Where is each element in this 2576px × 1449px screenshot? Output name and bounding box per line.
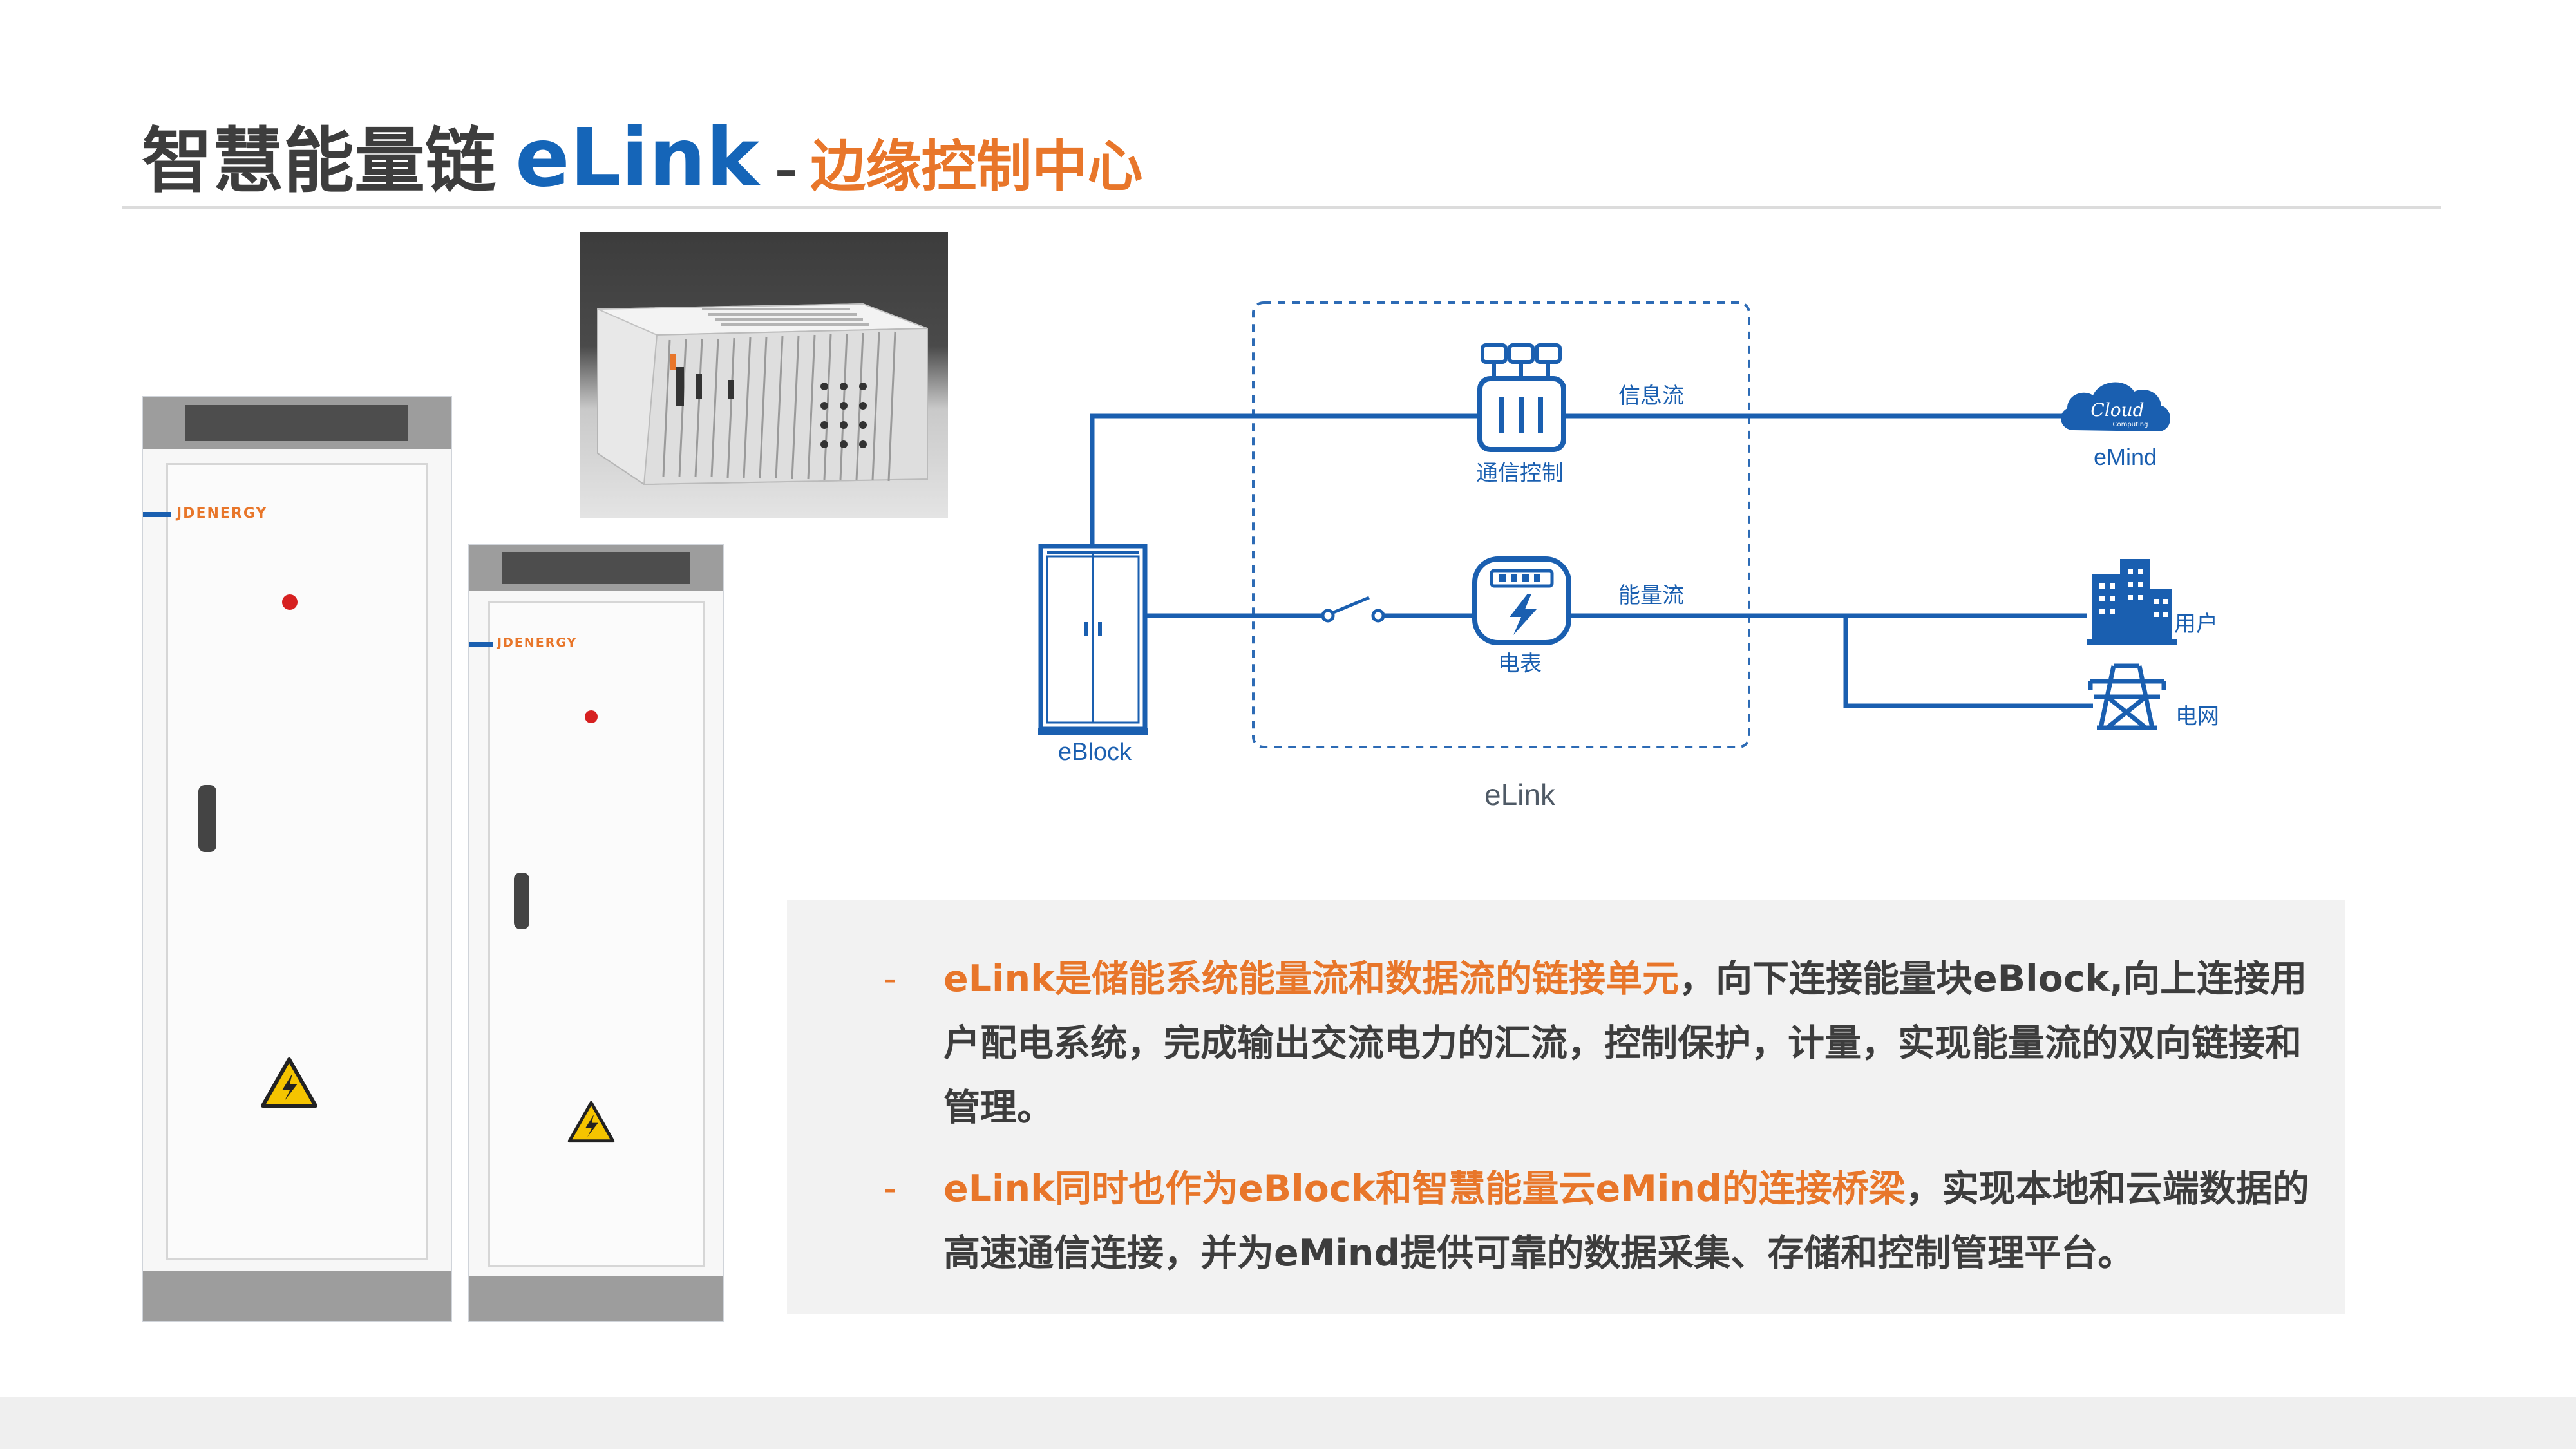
- cabinet-large-handle: [198, 785, 216, 852]
- bullet-text: ，向下连接能量块eBlock,向上连接用户配电系统，完成输出交流电力的汇流，控制…: [943, 958, 2307, 1129]
- cabinet-large-brand-mark: [143, 512, 171, 517]
- bullet-body: eLink同时也作为eBlock和智慧能量云eMind的连接桥梁，实现本地和云端…: [943, 1157, 2326, 1285]
- bullet-item-2: - eLink同时也作为eBlock和智慧能量云eMind的连接桥梁，实现本地和…: [787, 1157, 2345, 1285]
- rack-controller-illustration: [597, 303, 928, 486]
- info-flow-line: [1090, 413, 1479, 549]
- cabinet-large-brand: JDENERGY: [176, 506, 268, 522]
- cabinet-large-base: [143, 1271, 451, 1321]
- cabinet-small-base: [469, 1276, 723, 1321]
- footer-band: [0, 1397, 2576, 1449]
- bullet-highlight: eLink是储能系统能量流和数据流的链接单元: [943, 958, 1680, 1000]
- grid-branch-line: [1843, 616, 2093, 708]
- title-part1: 智慧能量链: [142, 120, 496, 202]
- bullet-highlight: eLink同时也作为eBlock和智慧能量云eMind的连接桥梁: [943, 1168, 1906, 1210]
- eblock-cabinet-icon: [1038, 544, 1148, 735]
- switch-icon: [1321, 596, 1385, 623]
- cabinet-large-door: [166, 463, 428, 1260]
- bullet-body: eLink是储能系统能量流和数据流的链接单元，向下连接能量块eBlock,向上连…: [943, 947, 2326, 1140]
- building-icon: [2087, 559, 2177, 645]
- comm-control-icon: [1477, 343, 1566, 452]
- user-label: 用户: [2174, 612, 2218, 636]
- cabinet-small: JDENERGY: [468, 544, 724, 1322]
- energy-flow-label: 能量流: [1618, 583, 1684, 608]
- cabinet-small-handle: [514, 873, 529, 929]
- elink-label: eLink: [1484, 778, 1556, 811]
- bullet-text: ，实现本地和云端数据的高速通信连接，并为eMind提供可靠的数据采集、存储和控制…: [943, 1168, 2309, 1274]
- cabinet-small-door: [488, 601, 705, 1267]
- cabinet-large: JDENERGY: [142, 396, 452, 1322]
- warning-icon: [567, 1101, 615, 1143]
- warning-icon: [261, 1057, 317, 1108]
- cabinet-large-vent: [185, 405, 408, 441]
- cabinet-small-brand: JDENERGY: [497, 636, 578, 650]
- power-tower-icon: [2088, 663, 2166, 730]
- description-panel: - eLink是储能系统能量流和数据流的链接单元，向下连接能量块eBlock,向…: [787, 900, 2345, 1314]
- cabinet-small-brand-mark: [469, 642, 493, 647]
- grid-label: 电网: [2175, 705, 2219, 729]
- emind-label: eMind: [2094, 444, 2157, 470]
- info-flow-label: 信息流: [1618, 384, 1684, 408]
- rack-controller-photo: [580, 232, 948, 518]
- cloud-subtext: Computing: [2113, 421, 2148, 428]
- title-divider: [122, 206, 2441, 209]
- cloud-icon: Cloud Computing: [2060, 382, 2170, 431]
- elink-topology-diagram: eBlock 通信控制 信息流 电表 能量流 Cloud Computing e…: [1038, 301, 2219, 811]
- meter-icon: [1472, 556, 1571, 645]
- comm-control-label: 通信控制: [1476, 461, 1564, 486]
- cabinet-small-vent: [502, 552, 690, 584]
- title-elink: eLink: [515, 111, 760, 205]
- bullet-dash: -: [884, 958, 897, 1000]
- cabinet-large-indicator-light: [282, 594, 298, 610]
- bullet-item-1: - eLink是储能系统能量流和数据流的链接单元，向下连接能量块eBlock,向…: [787, 947, 2345, 1140]
- title-separator: –: [775, 144, 798, 196]
- elink-boundary: [1252, 301, 1750, 748]
- eblock-label: eBlock: [1058, 739, 1132, 766]
- meter-label: 电表: [1498, 652, 1542, 676]
- cloud-text: Cloud: [2090, 399, 2144, 421]
- bullet-dash: -: [884, 1168, 897, 1210]
- title-subtitle: 边缘控制中心: [810, 135, 1143, 199]
- cabinet-small-indicator-light: [585, 710, 598, 723]
